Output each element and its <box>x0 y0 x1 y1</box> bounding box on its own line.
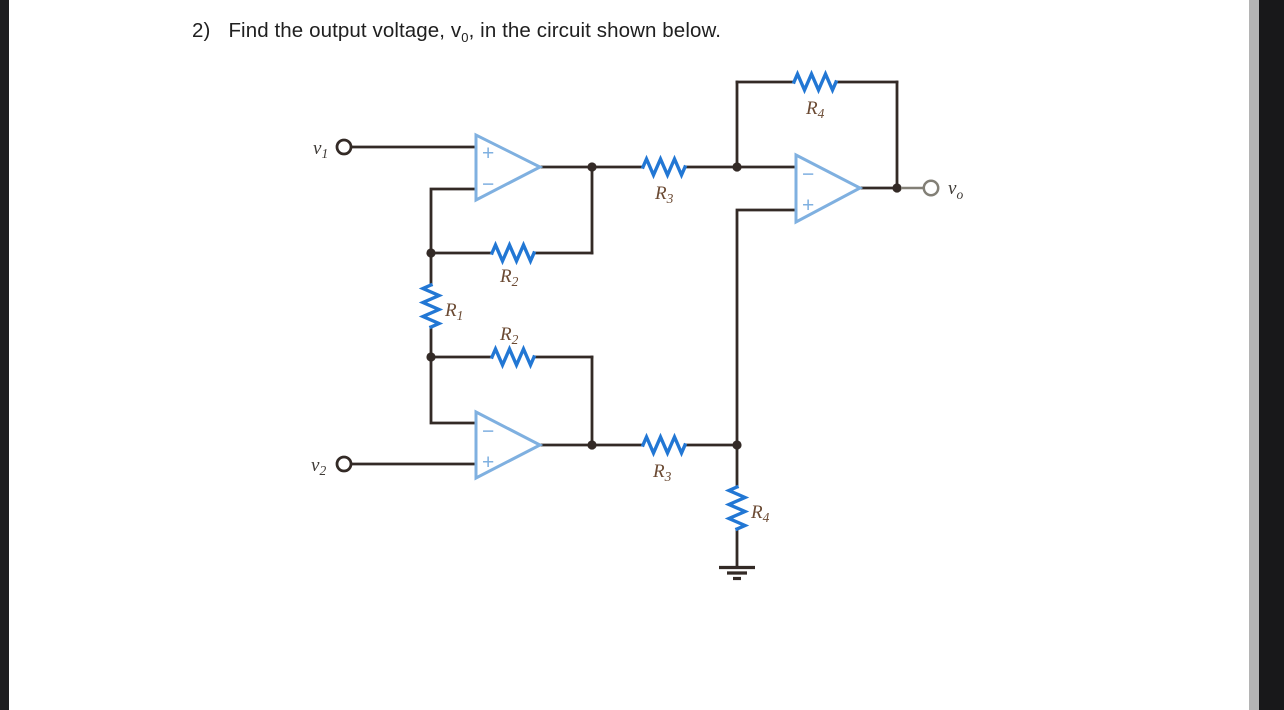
opamp-2: − + <box>474 409 544 481</box>
opamp-3-plus-sign: + <box>802 194 814 217</box>
resistor-r1 <box>418 251 444 359</box>
resistors <box>418 69 899 532</box>
window-left-edge <box>0 0 9 710</box>
label-r2-top: R2 <box>499 266 519 289</box>
resistor-r2-top <box>430 240 594 266</box>
component-labels: v1 v2 vo R1 R2 R2 R3 R3 R4 R4 <box>311 98 963 525</box>
opamp-1-minus-sign: − <box>482 173 494 196</box>
problem-number: 2) <box>192 19 211 42</box>
junction-dot <box>892 183 902 193</box>
circuit-wires <box>349 80 899 568</box>
label-r2-bottom: R2 <box>499 324 519 347</box>
wire-opamp1-feedback <box>429 187 478 255</box>
label-r3-top: R3 <box>654 183 674 206</box>
terminal-vo <box>922 179 940 197</box>
terminal-v1 <box>335 138 353 156</box>
junction-dot <box>732 162 742 172</box>
opamp-1: + − <box>474 132 544 203</box>
wire-opamp2-feedback <box>429 355 478 425</box>
scrollbar[interactable] <box>1249 0 1259 710</box>
opamps: + − − + − + <box>474 132 864 481</box>
junction-dots <box>426 162 902 450</box>
window-right-edge <box>1259 0 1284 710</box>
opamp-1-plus-sign: + <box>482 142 494 165</box>
resistor-r3-top <box>590 154 739 180</box>
ground-icon <box>719 565 755 581</box>
resistor-r3-bottom <box>590 432 739 458</box>
junction-dot <box>732 440 742 450</box>
label-v2: v2 <box>311 455 326 478</box>
problem-title: 2) Find the output voltage, v0, in the c… <box>192 19 722 46</box>
junction-dot <box>587 162 597 172</box>
label-r4-top: R4 <box>805 98 825 121</box>
terminals <box>335 138 940 473</box>
opamp-3: − + <box>794 152 864 225</box>
resistor-r2-bottom <box>430 344 594 370</box>
label-r4-bottom: R4 <box>750 502 770 525</box>
label-v1: v1 <box>313 138 328 161</box>
wire-noninverting-input <box>735 208 798 447</box>
junction-dot <box>587 440 597 450</box>
resistor-r4-bottom <box>724 443 750 532</box>
resistor-r4-top <box>735 69 899 95</box>
label-vo: vo <box>948 178 963 202</box>
junction-dot <box>426 248 436 258</box>
problem-text: Find the output voltage, v0, in the circ… <box>228 19 722 46</box>
opamp-2-minus-sign: − <box>482 420 494 443</box>
junction-dot <box>426 352 436 362</box>
label-r3-bottom: R3 <box>652 461 672 484</box>
opamp-3-minus-sign: − <box>802 163 814 186</box>
opamp-2-plus-sign: + <box>482 451 494 474</box>
terminal-v2 <box>335 455 353 473</box>
label-r1: R1 <box>444 300 463 323</box>
